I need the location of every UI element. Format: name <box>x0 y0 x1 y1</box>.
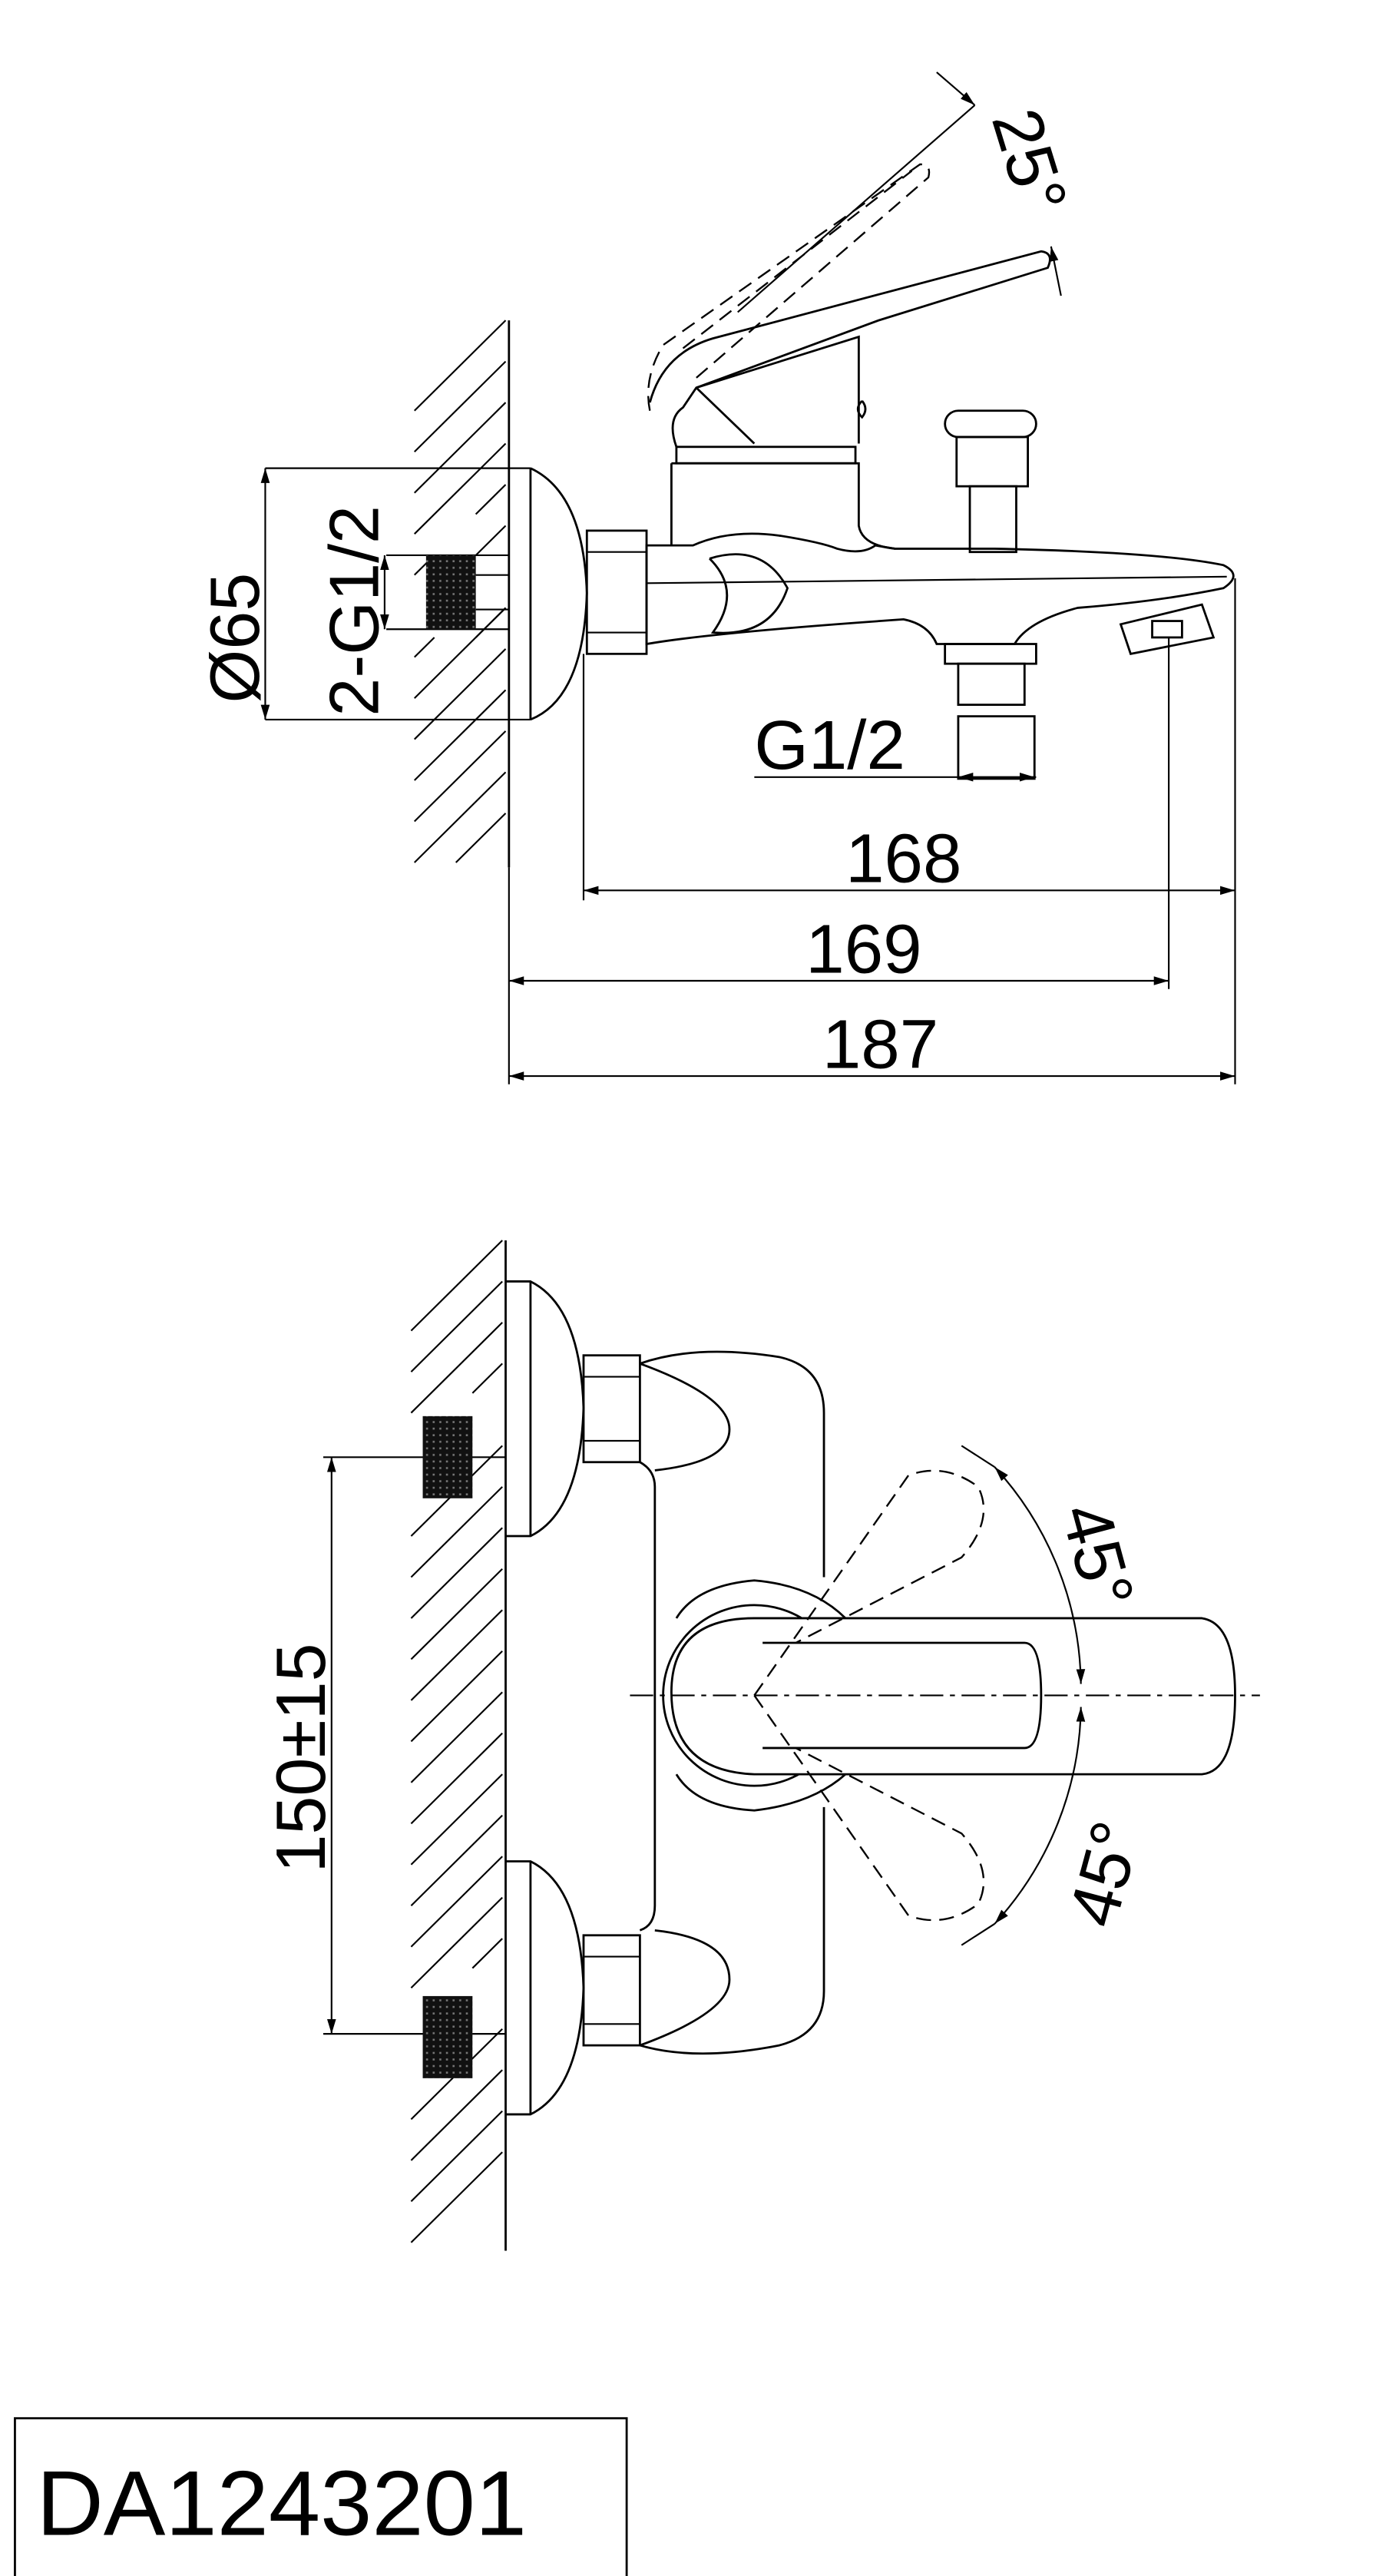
aerator <box>1119 603 1216 655</box>
outlet-thread-label: G1/2 <box>754 707 905 784</box>
angle-down-label: 45° <box>1054 1813 1156 1934</box>
wall-hatch <box>386 320 511 868</box>
diverter-knob <box>944 409 1037 554</box>
flange-diameter-label: Ø65 <box>196 573 273 704</box>
inlet-thread-lower <box>422 1995 473 2078</box>
top-view: 150±15 45° 45° <box>263 1240 1260 2251</box>
angle-up-label: 45° <box>1046 1495 1149 1616</box>
dimensions: 25° Ø65 2-G1/2 G1/2 168 169 187 <box>196 71 1236 1084</box>
inlet-thread-upper <box>422 1415 473 1498</box>
outlet <box>944 643 1037 780</box>
wall-hatch-2 <box>323 1240 507 2251</box>
dim-187: 187 <box>822 1006 938 1084</box>
centre-distance-label: 150±15 <box>263 1643 340 1872</box>
flange <box>265 467 588 721</box>
inlet-thread <box>425 555 476 630</box>
lever-angle-label: 25° <box>977 100 1082 222</box>
inlet-thread-label: 2-G1/2 <box>316 505 393 717</box>
dim-168: 168 <box>845 820 961 898</box>
dimensions-top: 150±15 45° 45° <box>263 1445 1260 2035</box>
model-number: DA1243201 <box>36 2452 527 2554</box>
dim-169: 169 <box>805 911 921 988</box>
side-view: 25° Ø65 2-G1/2 G1/2 168 169 187 <box>196 71 1236 1084</box>
lower-flange <box>505 1860 641 2116</box>
upper-flange <box>505 1280 641 1538</box>
nut <box>585 529 648 655</box>
title-block: DA1243201 <box>14 2417 628 2576</box>
faucet-body <box>645 163 1235 646</box>
body-top <box>639 1350 1236 2055</box>
